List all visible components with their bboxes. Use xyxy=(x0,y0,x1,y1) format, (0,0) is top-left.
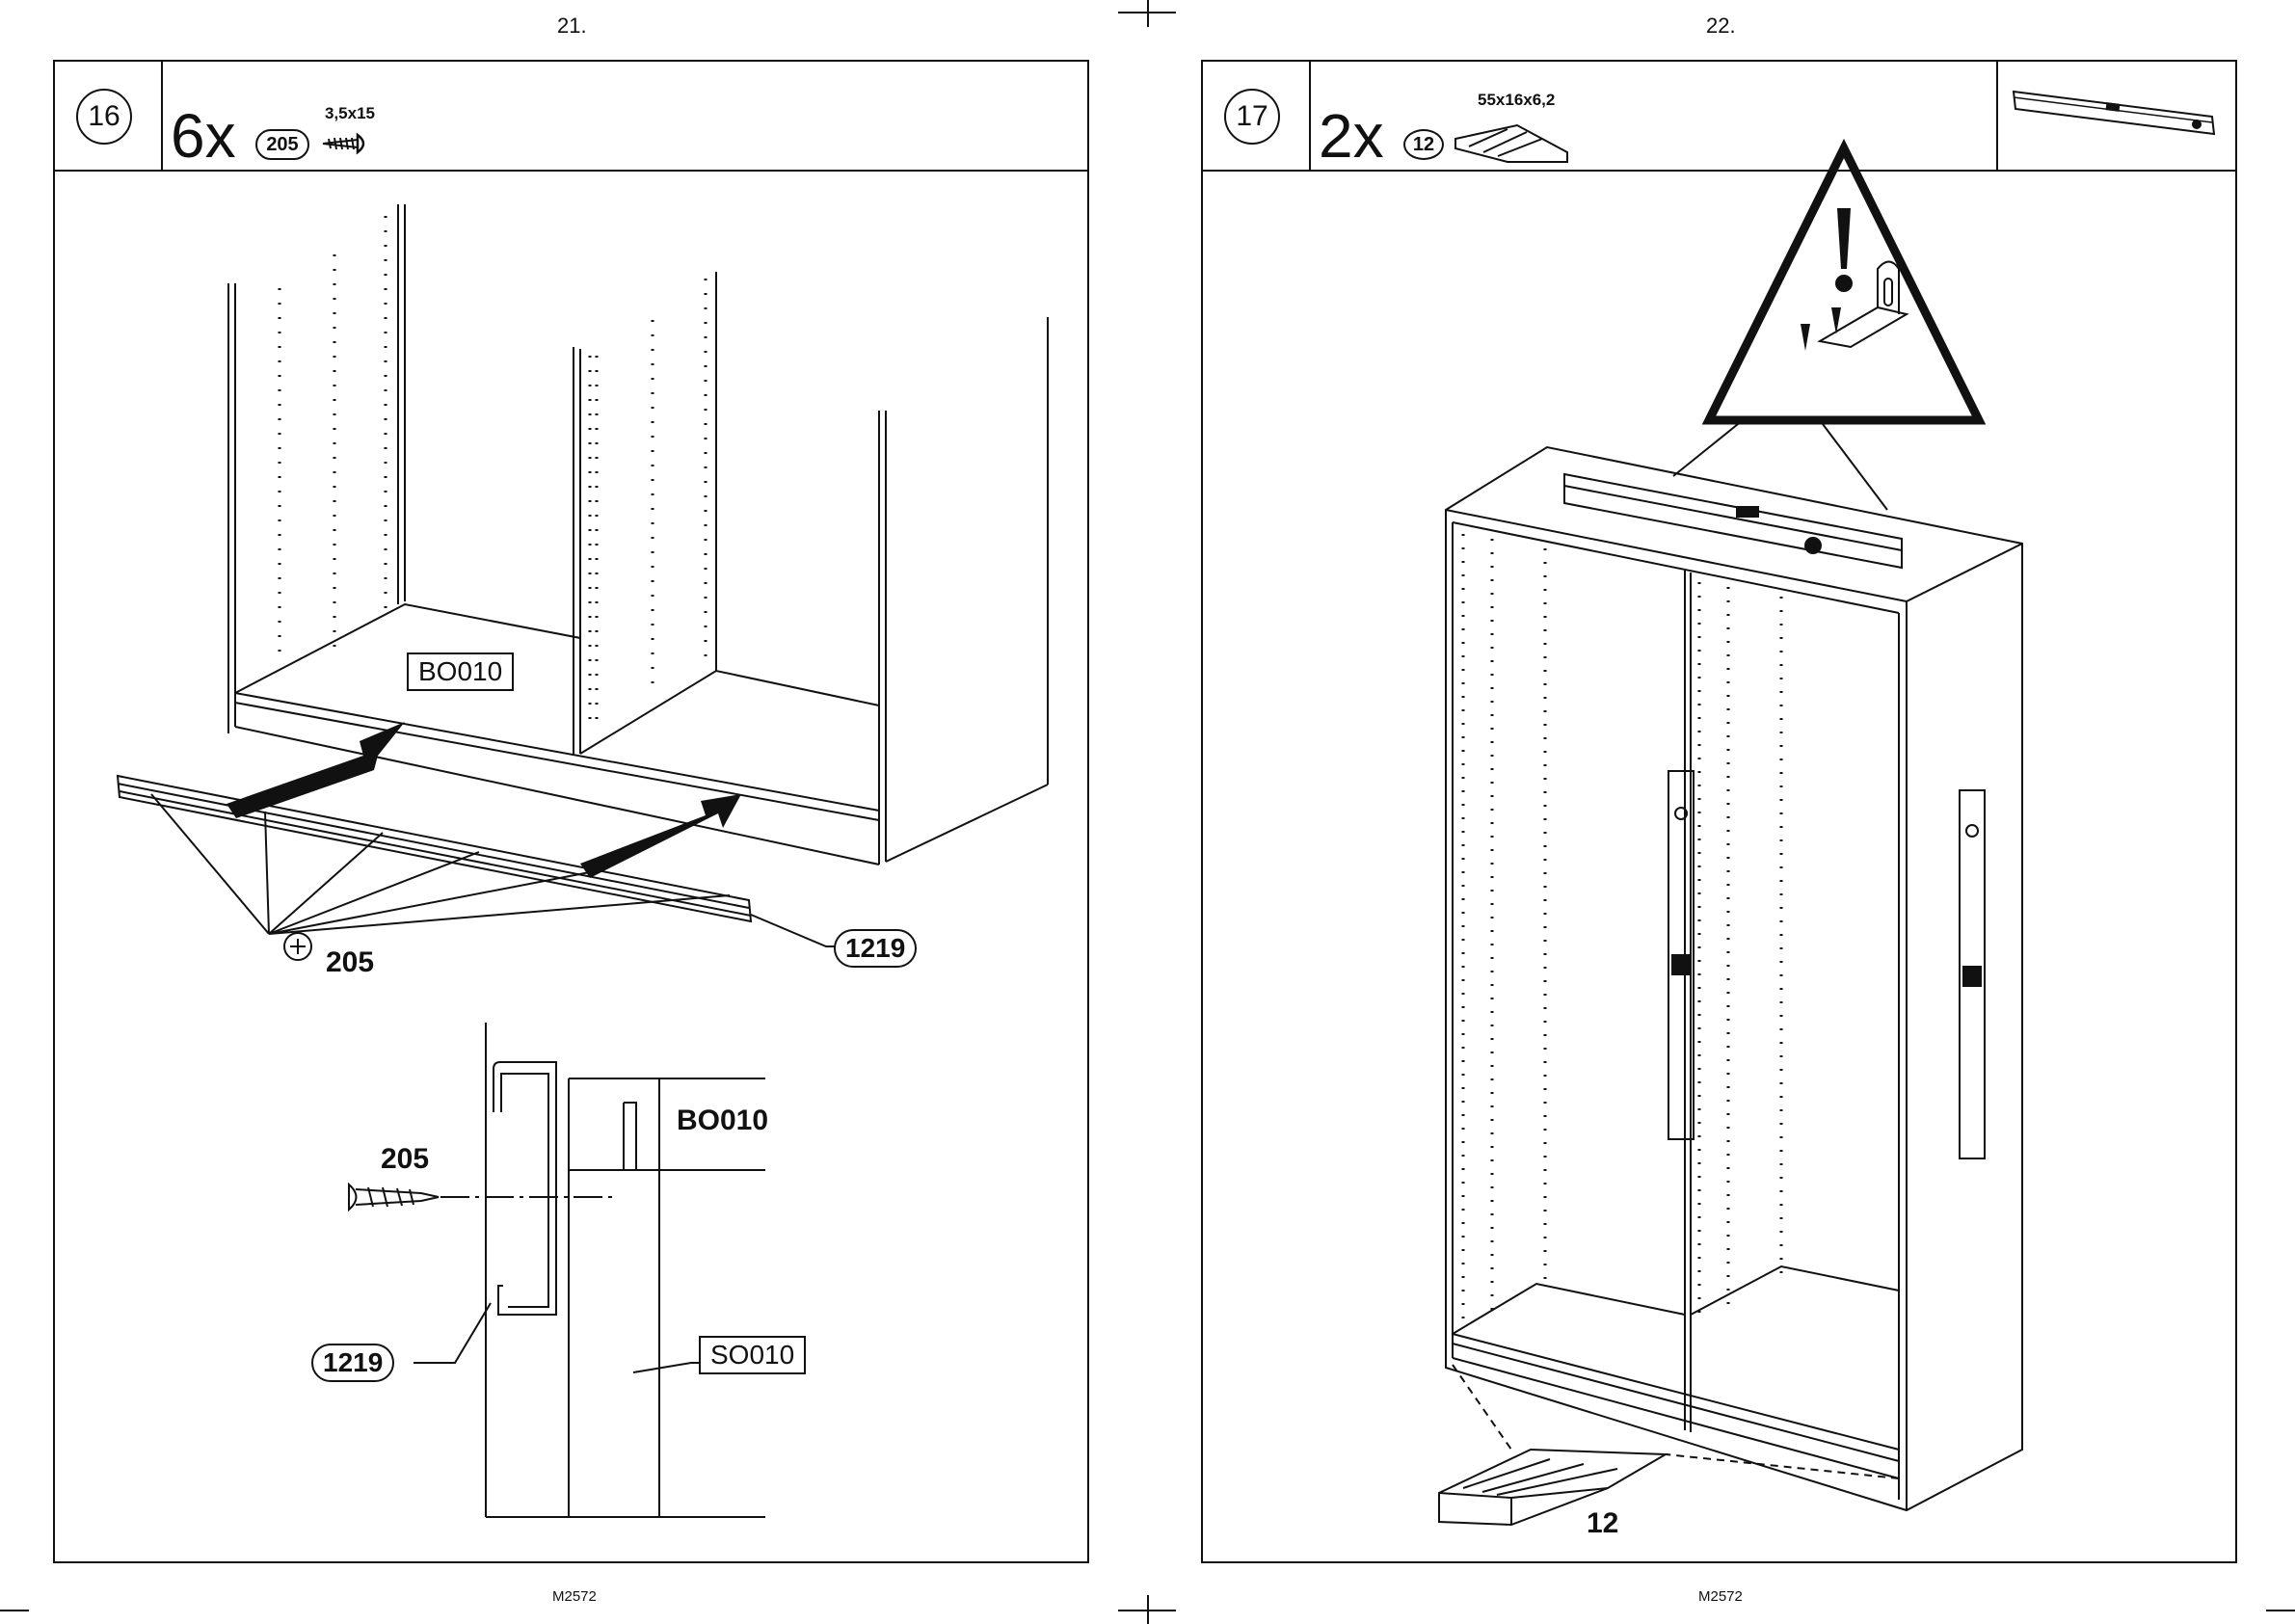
detail-side-label: SO010 xyxy=(699,1336,806,1374)
rail-label: 1219 xyxy=(834,929,917,968)
page-number-right: 22. xyxy=(1706,13,1736,39)
footer-left: M2572 xyxy=(552,1588,597,1605)
detail-board-label: BO010 xyxy=(677,1105,768,1137)
crop-mark xyxy=(2266,1610,2295,1611)
step-16-illustration xyxy=(55,62,1091,1565)
page-number-left: 21. xyxy=(557,13,587,39)
crop-mark xyxy=(1118,1610,1176,1611)
crop-mark xyxy=(1118,12,1176,13)
warning-triangle-icon xyxy=(1709,148,1979,420)
screw-label: 205 xyxy=(326,946,374,979)
detail-rail-label: 1219 xyxy=(311,1344,394,1382)
wedge-label: 12 xyxy=(1587,1507,1618,1540)
footer-right: M2572 xyxy=(1698,1588,1743,1605)
step-17-illustration xyxy=(1203,62,2239,1565)
crop-mark xyxy=(1147,0,1149,27)
board-label: BO010 xyxy=(407,652,514,691)
crop-mark xyxy=(0,1610,29,1611)
step-17-panel: 17 2x 12 55x16x6,2 xyxy=(1201,60,2237,1563)
step-16-panel: 16 6x 205 3,5x15 xyxy=(53,60,1089,1563)
detail-screw-label: 205 xyxy=(381,1143,429,1176)
